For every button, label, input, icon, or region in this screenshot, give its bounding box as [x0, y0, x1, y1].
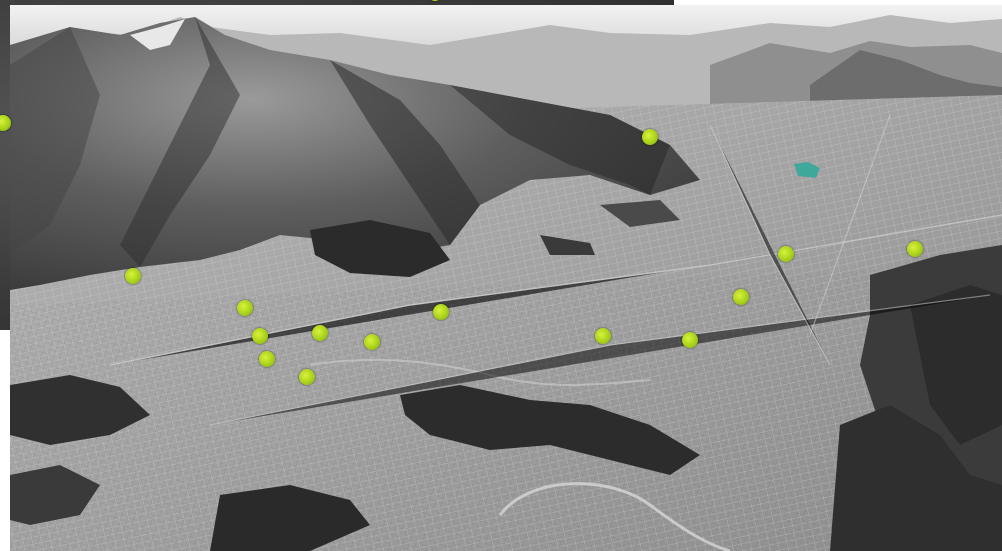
location-marker[interactable] — [252, 328, 268, 344]
location-marker[interactable] — [595, 328, 611, 344]
location-marker[interactable] — [778, 246, 794, 262]
location-marker[interactable] — [733, 289, 749, 305]
terrain-layer — [10, 5, 1002, 551]
location-marker[interactable] — [433, 304, 449, 320]
location-marker[interactable] — [0, 115, 11, 131]
location-marker[interactable] — [259, 351, 275, 367]
location-marker[interactable] — [642, 129, 658, 145]
location-marker[interactable] — [237, 300, 253, 316]
location-marker[interactable] — [125, 268, 141, 284]
location-marker[interactable] — [428, 0, 442, 1]
location-marker[interactable] — [907, 241, 923, 257]
location-marker[interactable] — [299, 369, 315, 385]
location-marker[interactable] — [312, 325, 328, 341]
highlight-area[interactable] — [792, 160, 822, 180]
location-marker[interactable] — [682, 332, 698, 348]
map-viewport[interactable] — [10, 5, 1002, 551]
location-marker[interactable] — [364, 334, 380, 350]
